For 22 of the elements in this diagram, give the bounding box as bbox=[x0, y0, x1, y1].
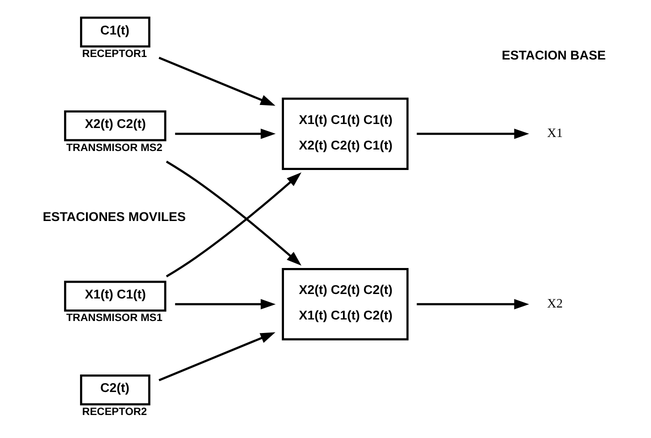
node-box: X2(t) C2(t) bbox=[64, 110, 166, 142]
node-label: RECEPTOR1 bbox=[82, 48, 147, 60]
arrow bbox=[166, 160, 302, 266]
arrow bbox=[166, 172, 302, 278]
node-text: X1 bbox=[547, 126, 563, 140]
node-box: X1(t) C1(t) C1(t) X2(t) C2(t) C1(t) bbox=[282, 98, 409, 170]
node-box: X1(t) C1(t) bbox=[64, 280, 166, 312]
node-box: C1(t) bbox=[80, 16, 150, 48]
arrow bbox=[158, 332, 276, 382]
arrow bbox=[175, 298, 276, 310]
node-label: RECEPTOR2 bbox=[82, 406, 147, 418]
arrow bbox=[416, 298, 530, 310]
node-text: X2 bbox=[547, 296, 563, 310]
node-box: C2(t) bbox=[80, 374, 150, 406]
node-label: TRANSMISOR MS2 bbox=[66, 142, 162, 154]
arrow bbox=[416, 128, 530, 140]
arrow bbox=[158, 56, 276, 106]
node-box: X2(t) C2(t) C2(t) X1(t) C1(t) C2(t) bbox=[282, 268, 409, 340]
label: ESTACION BASE bbox=[502, 47, 606, 62]
node-label: TRANSMISOR MS1 bbox=[66, 312, 162, 324]
label: ESTACIONES MOVILES bbox=[42, 209, 186, 224]
arrow bbox=[175, 128, 276, 140]
